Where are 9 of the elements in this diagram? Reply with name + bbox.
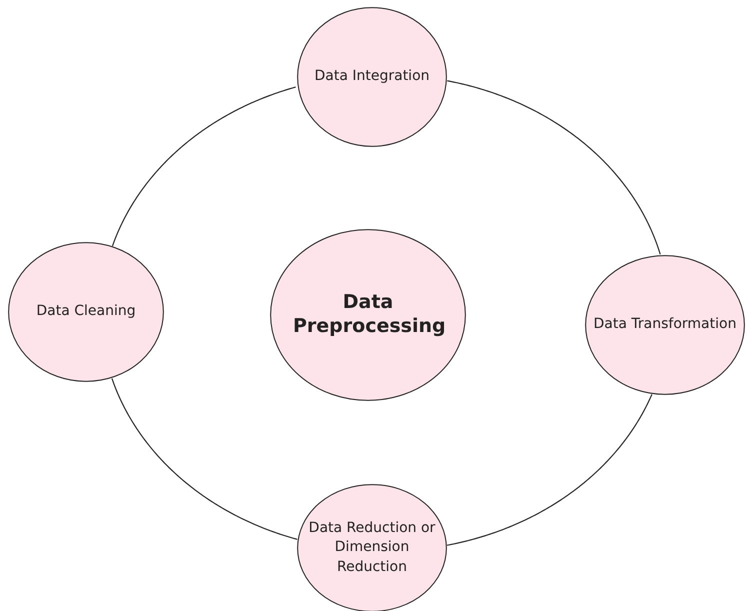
node-label: Data Preprocessing: [293, 291, 443, 339]
connector-arc: [112, 86, 296, 246]
node-label: Data Integration: [313, 67, 431, 86]
connector-arc: [447, 80, 661, 254]
connector-arc: [111, 378, 298, 540]
node-label: Data Transformation: [592, 315, 738, 334]
node-label: Data Cleaning: [35, 302, 137, 322]
node-label: Data Reduction or Dimension Reduction: [308, 518, 436, 577]
connector-arc: [446, 394, 652, 546]
